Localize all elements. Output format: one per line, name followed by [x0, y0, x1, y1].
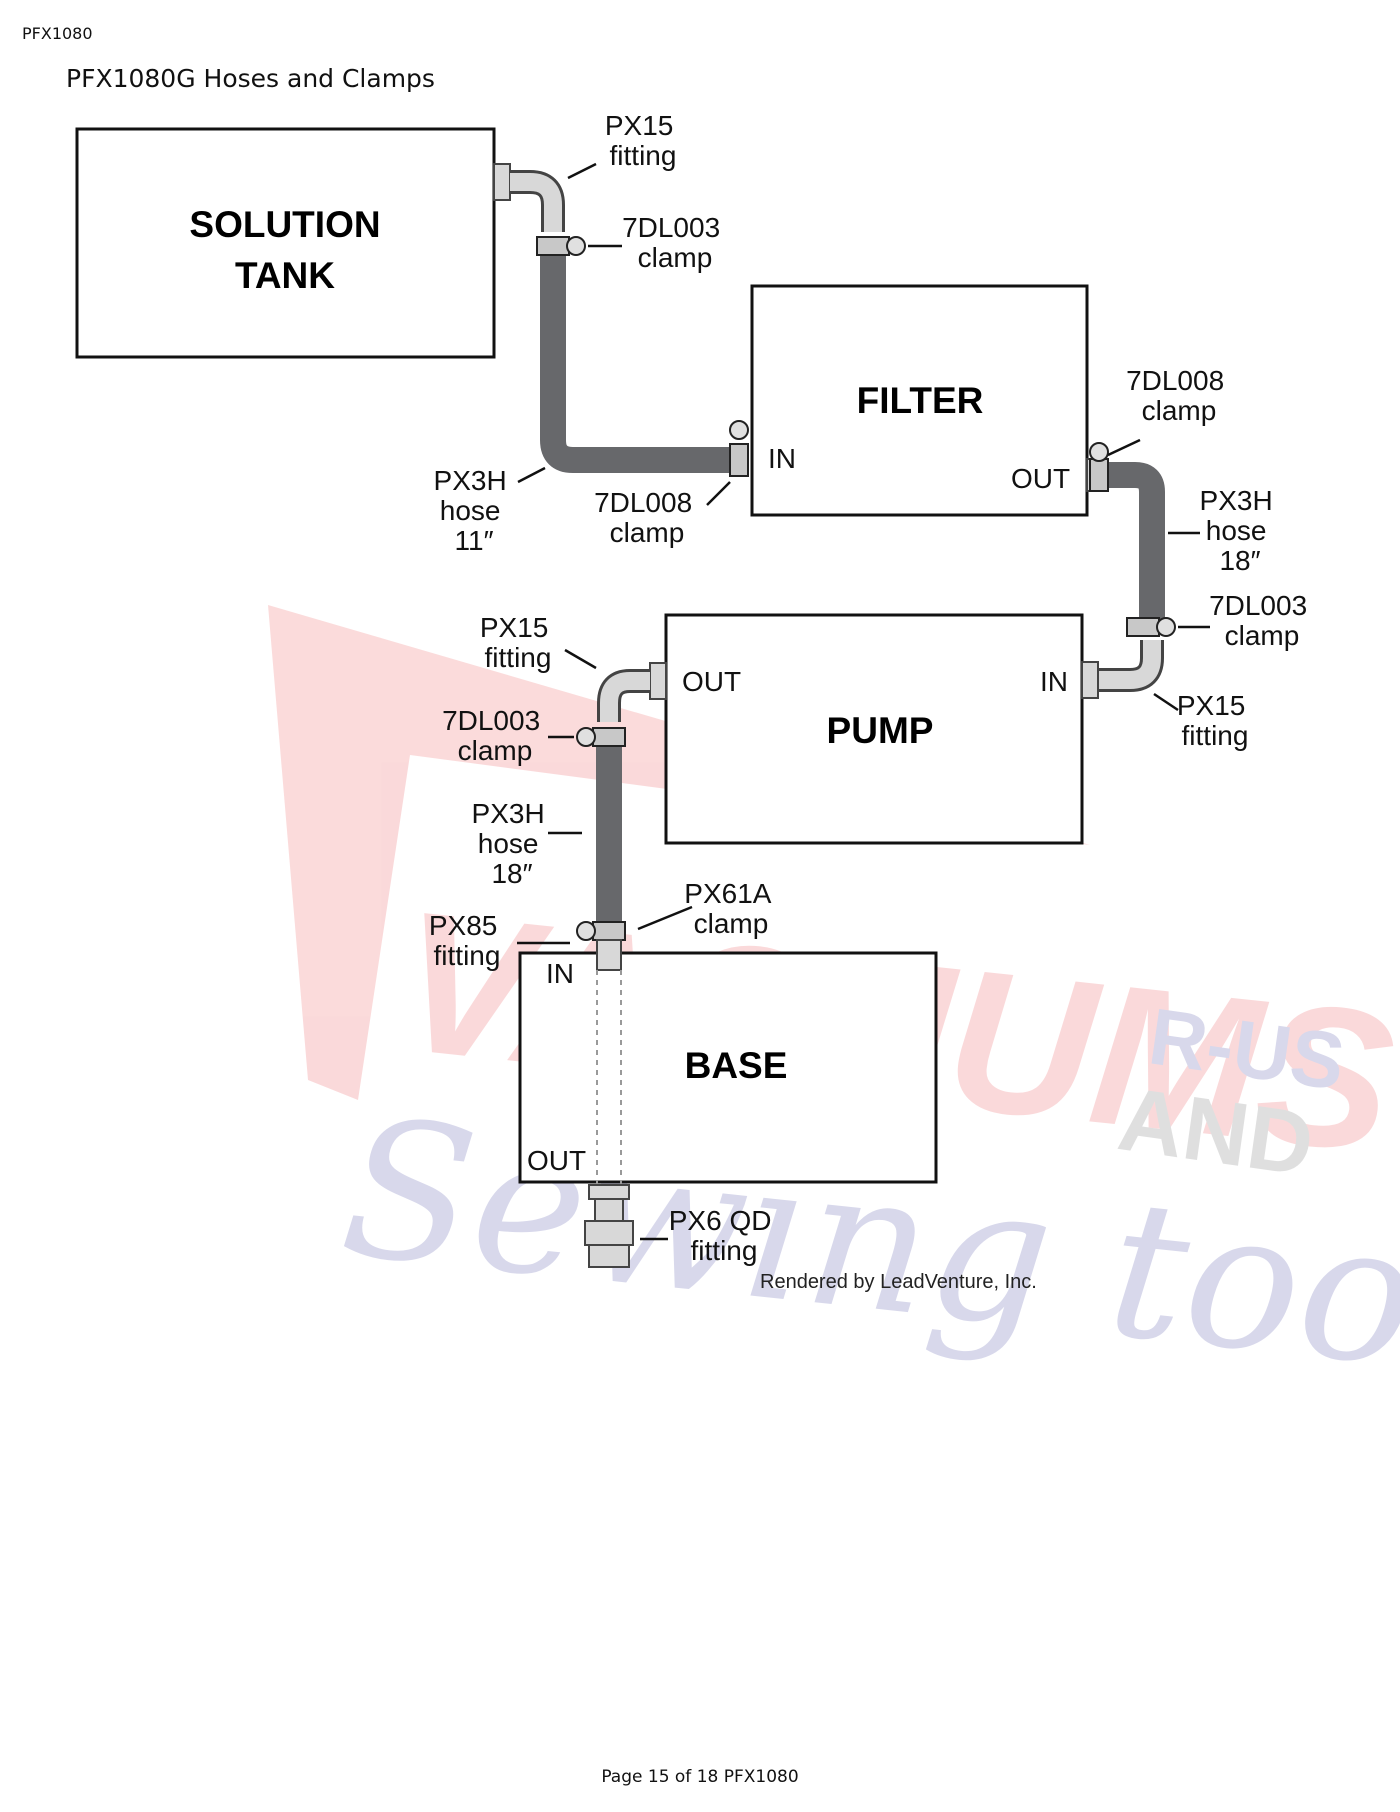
callout-7dl003-left: 7DL003 clamp	[442, 705, 548, 766]
clamp-7dl003-right	[1126, 617, 1160, 637]
hose-filter-to-pump	[1095, 462, 1165, 627]
filter-box	[750, 284, 1089, 517]
clamp-7dl003-top-screw	[566, 236, 586, 256]
callout-px61a-clamp: PX61A clamp	[684, 878, 777, 939]
callout-arrows	[517, 162, 1210, 1241]
px15-pump-out-fitting	[600, 672, 650, 722]
callout-7dl003-right: 7DL003 clamp	[1209, 590, 1315, 651]
base-box	[518, 951, 938, 1184]
page-footer: Page 15 of 18 PFX1080	[601, 1767, 799, 1787]
pump-label: PUMP	[827, 710, 934, 751]
callout-px3h-hose-11: PX3H hose 11″	[434, 465, 515, 556]
solution-tank-label-1: SOLUTION	[189, 204, 380, 245]
callout-px15-pump-in: PX15 fitting	[1177, 690, 1253, 751]
base-out-port: OUT	[527, 1145, 586, 1176]
base-in-port: IN	[546, 958, 574, 989]
callout-px15-pump-out: PX15 fitting	[480, 612, 556, 673]
px85-fitting	[596, 939, 622, 971]
clamp-7dl008-filter-out-screw	[1089, 442, 1109, 462]
hose-tank-to-filter	[540, 240, 740, 473]
px6-qd-tip	[588, 1244, 630, 1268]
watermark-pennant	[268, 605, 1090, 1100]
px15-pump-out-nut	[649, 662, 667, 700]
px6-qd-top	[588, 1184, 630, 1200]
callout-px6-qd-fitting: PX6 QD fitting	[669, 1205, 779, 1266]
solution-tank-label-2: TANK	[235, 255, 335, 296]
pump-out-port: OUT	[682, 666, 741, 697]
clamp-7dl003-right-screw	[1156, 617, 1176, 637]
clamp-7dl008-filter-out	[1089, 458, 1109, 492]
px15-tank-fitting	[510, 173, 562, 232]
callout-7dl008-filter-in: 7DL008 clamp	[594, 487, 700, 548]
filter-out-port: OUT	[1011, 463, 1070, 494]
px15-pump-in-nut	[1081, 661, 1099, 699]
clamp-7dl008-filter-in-screw	[729, 420, 749, 440]
clamp-7dl003-top	[536, 236, 570, 256]
clamp-px61a-screw	[576, 921, 596, 941]
px6-qd-body	[584, 1220, 634, 1246]
filter-label: FILTER	[857, 380, 984, 421]
callout-px15-top: PX15 fitting	[605, 110, 681, 171]
callout-px85-fitting: PX85 fitting	[429, 910, 505, 971]
clamp-px61a	[592, 921, 626, 941]
px15-pump-in-fitting	[1098, 640, 1161, 689]
px6-qd-neck	[594, 1198, 624, 1222]
callout-px3h-hose-18-right: PX3H hose 18″	[1200, 485, 1281, 576]
pump-in-port: IN	[1040, 666, 1068, 697]
pump-box	[664, 613, 1084, 845]
callout-7dl008-filter-out: 7DL008 clamp	[1126, 365, 1232, 426]
filter-in-port: IN	[768, 443, 796, 474]
clamp-7dl008-filter-in	[729, 443, 749, 477]
document-code: PFX1080	[22, 24, 93, 43]
solution-tank-box	[75, 127, 496, 359]
callout-7dl003-top: 7DL003 clamp	[622, 212, 728, 273]
callout-px3h-hose-18-left: PX3H hose 18″	[472, 798, 553, 889]
render-credit: Rendered by LeadVenture, Inc.	[760, 1271, 1037, 1293]
px15-tank-fitting-nut	[493, 163, 511, 201]
base-label: BASE	[685, 1045, 788, 1086]
clamp-7dl003-left	[592, 727, 626, 747]
clamp-7dl003-left-screw	[576, 727, 596, 747]
page-title: PFX1080G Hoses and Clamps	[66, 64, 435, 93]
